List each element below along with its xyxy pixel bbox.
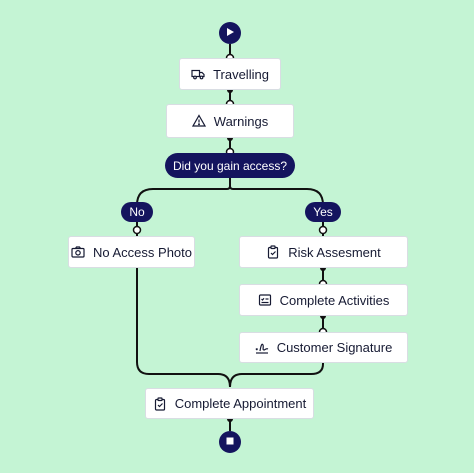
branch-label: No [129, 205, 145, 219]
signature-icon [255, 341, 269, 355]
clipboard-check-icon [153, 396, 167, 411]
connector-photo-merge [136, 268, 231, 388]
stop-icon [225, 433, 235, 451]
decision-node[interactable]: Did you gain access? [165, 153, 295, 178]
connector-decision-yes [229, 178, 324, 206]
step-label: Risk Assesment [288, 244, 381, 260]
warning-triangle-icon [191, 114, 206, 128]
step-complete-appointment[interactable]: Complete Appointment [145, 388, 314, 419]
start-node[interactable] [219, 22, 241, 44]
end-node[interactable] [219, 431, 241, 453]
play-icon [225, 24, 235, 42]
step-complete-activities[interactable]: Complete Activities [239, 284, 408, 316]
step-risk-assessment[interactable]: Risk Assesment [239, 236, 408, 268]
step-customer-signature[interactable]: Customer Signature [239, 332, 408, 363]
step-label: Complete Appointment [174, 396, 307, 411]
truck-icon [191, 67, 205, 81]
step-label: Customer Signature [276, 340, 393, 355]
branch-yes-label[interactable]: Yes [305, 202, 341, 222]
step-label: Travelling [213, 66, 269, 82]
step-warnings[interactable]: Warnings [166, 104, 294, 138]
branch-no-label[interactable]: No [121, 202, 153, 222]
decision-question: Did you gain access? [172, 158, 288, 173]
port-dot [318, 225, 328, 235]
step-label: Warnings [213, 113, 269, 129]
checklist-icon [258, 293, 272, 307]
camera-icon [71, 245, 85, 259]
connector-decision-no [136, 178, 231, 206]
step-label: No Access Photo [93, 244, 192, 260]
step-no-access-photo[interactable]: No Access Photo [68, 236, 195, 268]
connector-signature-merge [229, 363, 324, 388]
clipboard-icon [266, 245, 280, 259]
port-dot [132, 225, 142, 235]
branch-label: Yes [313, 205, 333, 219]
step-travelling[interactable]: Travelling [179, 58, 281, 90]
step-label: Complete Activities [279, 292, 390, 308]
